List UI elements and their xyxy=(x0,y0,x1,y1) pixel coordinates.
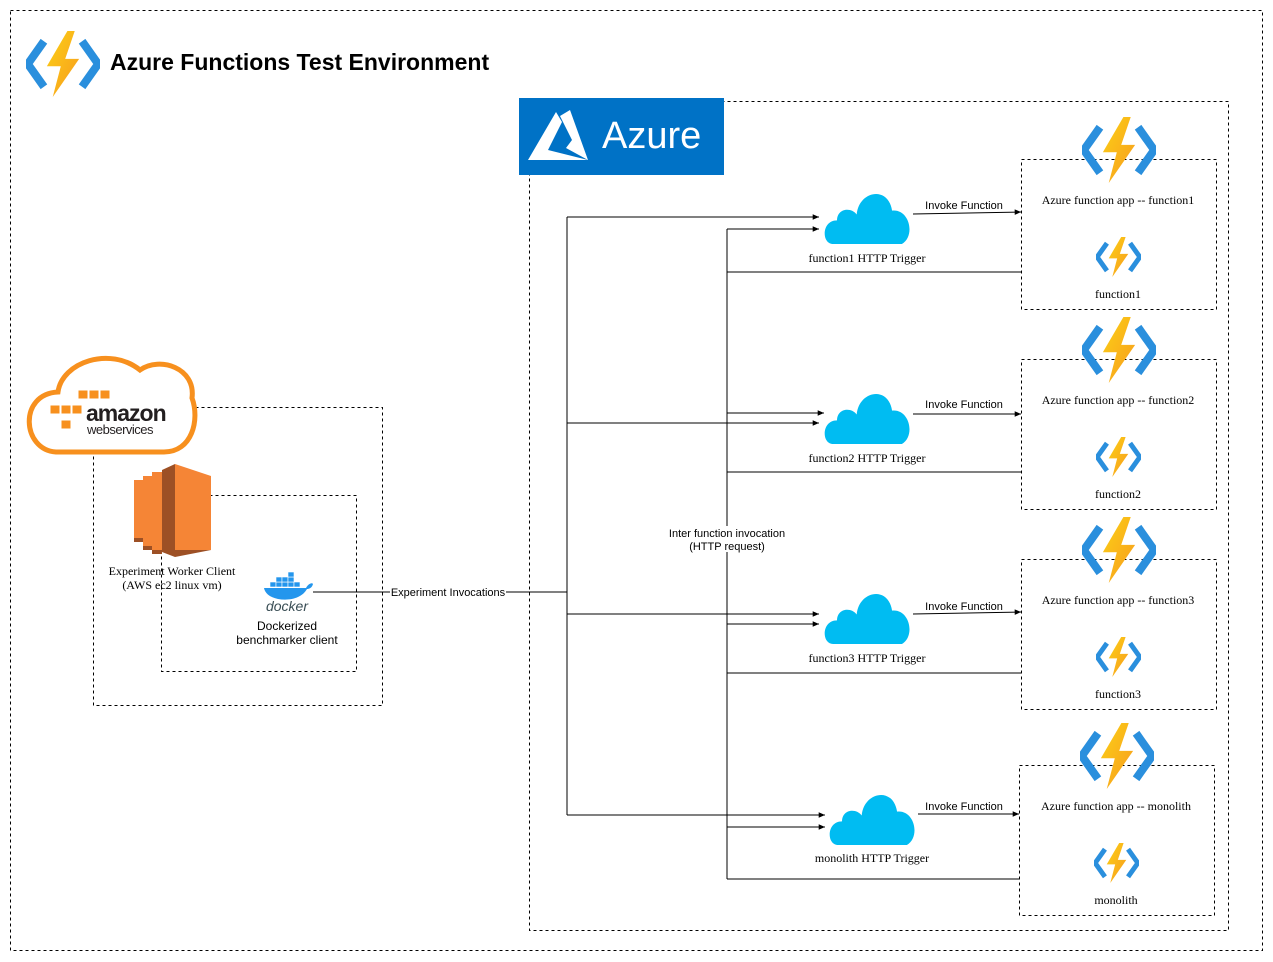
svg-text:Experiment Invocations: Experiment Invocations xyxy=(391,587,506,599)
invoke-label: Invoke Function xyxy=(925,601,1003,613)
docker-container xyxy=(161,495,357,672)
function-app-icon xyxy=(1084,317,1154,383)
function-app-label: Azure function app -- function3 xyxy=(1042,593,1195,607)
http-trigger-cloud-icon xyxy=(824,393,910,444)
function-row-function1: function1 HTTP Trigger Invoke Function A… xyxy=(809,117,1217,310)
invoke-label: Invoke Function xyxy=(925,200,1003,212)
ec2-client-label-line2: (AWS ec2 linux vm) xyxy=(122,578,221,592)
docker-label-line1: Dockerized xyxy=(257,619,317,633)
function-icon xyxy=(1097,637,1140,677)
trigger-label: function2 HTTP Trigger xyxy=(809,451,926,465)
ec2-instance-icon xyxy=(134,464,211,557)
azure-logo-text: Azure xyxy=(602,115,701,157)
invoke-label: Invoke Function xyxy=(925,399,1003,411)
svg-text:(HTTP request): (HTTP request) xyxy=(689,541,765,553)
function-app-label: Azure function app -- function1 xyxy=(1042,193,1195,207)
function-icon xyxy=(1095,843,1138,883)
trigger-label: function3 HTTP Trigger xyxy=(809,651,926,665)
trigger-label: monolith HTTP Trigger xyxy=(815,851,929,865)
function-name: function2 xyxy=(1095,487,1141,501)
azure-container xyxy=(529,101,1229,931)
svg-text:Inter function invocation: Inter function invocation xyxy=(669,528,785,540)
inter-function-label: Inter function invocation (HTTP request) xyxy=(666,526,788,553)
azure-functions-icon xyxy=(28,31,98,97)
function-app-icon xyxy=(1082,723,1152,789)
aws-logo: amazon webservices xyxy=(26,355,198,455)
aws-boxes-icon xyxy=(49,389,111,430)
azure-a-icon xyxy=(528,110,588,160)
aws-container xyxy=(93,407,383,706)
function-icon xyxy=(1097,437,1140,477)
invoke-arrow xyxy=(912,609,1022,615)
invoke-arrow xyxy=(912,209,1022,215)
trigger-label: function1 HTTP Trigger xyxy=(809,251,926,265)
docker-label-line2: benchmarker client xyxy=(236,633,338,647)
function-app-label: Azure function app -- function2 xyxy=(1042,393,1195,407)
http-trigger-cloud-icon xyxy=(829,794,915,845)
http-trigger-cloud-icon xyxy=(824,593,910,644)
http-trigger-cloud-icon xyxy=(824,193,910,244)
experiment-invocations-label: Experiment Invocations xyxy=(390,585,506,599)
function-row-function3: function3 HTTP Trigger Invoke Function A… xyxy=(809,517,1217,710)
function-app-icon xyxy=(1084,517,1154,583)
docker-icon: docker xyxy=(264,571,313,614)
ec2-client-label-line1: Experiment Worker Client xyxy=(109,564,236,578)
azure-logo: Azure xyxy=(519,98,724,175)
function-app-icon xyxy=(1084,117,1154,183)
function-icon xyxy=(1097,237,1140,277)
function-app-label: Azure function app -- monolith xyxy=(1041,799,1191,813)
function-name: function1 xyxy=(1095,287,1141,301)
function-row-monolith: monolith HTTP Trigger Invoke Function Az… xyxy=(815,723,1215,916)
docker-word: docker xyxy=(266,598,309,614)
function-name: function3 xyxy=(1095,687,1141,701)
function-name: monolith xyxy=(1094,893,1137,907)
aws-logo-line1: amazon xyxy=(86,400,166,426)
outer-container xyxy=(10,10,1263,951)
aws-logo-line2: webservices xyxy=(86,422,154,437)
page-title: Azure Functions Test Environment xyxy=(110,49,489,75)
function-row-function2: function2 HTTP Trigger Invoke Function A… xyxy=(809,317,1217,510)
invoke-label: Invoke Function xyxy=(925,801,1003,813)
